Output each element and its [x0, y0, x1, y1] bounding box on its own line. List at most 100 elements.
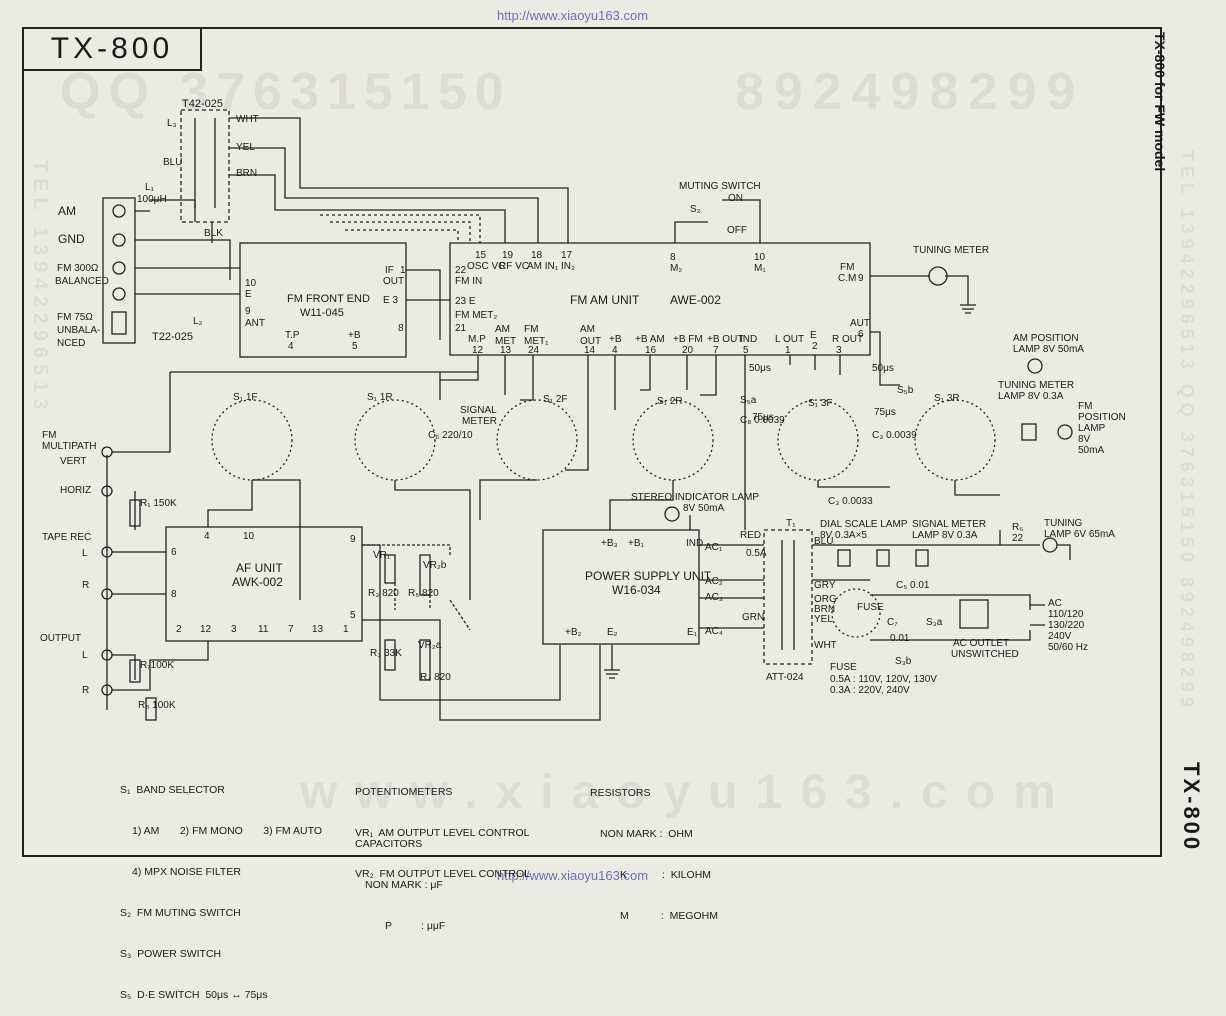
ps-att: ATT-024	[766, 672, 804, 683]
pot-vr2a: VR₂a	[418, 640, 442, 651]
fmam-m1: M₁	[754, 263, 766, 274]
io-vert: VERT	[60, 456, 87, 467]
ps-brn: BRN	[814, 604, 836, 615]
fe-if: IF	[385, 265, 394, 276]
legend-s1-line2: 4) MPX NOISE FILTER	[132, 866, 241, 879]
af-unit-model: AWK-002	[232, 575, 283, 589]
fe-tp: T.P	[285, 330, 300, 341]
label-yel: YEL	[236, 142, 255, 153]
fmam-fm-met2: FM MET₂	[455, 310, 498, 321]
fe-ant: ANT	[245, 318, 265, 329]
fmam-in2: IN₂	[561, 261, 575, 272]
fmam-bottom-pin: 12	[472, 345, 484, 356]
label-blk: BLK	[204, 228, 223, 239]
ac-voltage-3: 240V	[1048, 631, 1072, 642]
fmam-m2: M₂	[670, 263, 683, 274]
ac-outlet: AC OUTLET	[953, 638, 1010, 649]
fmam-bottom-label: +B OUT	[707, 334, 744, 345]
fuse-note-2: 0.3A : 220V, 240V	[830, 685, 910, 696]
ps-b2: +B₂	[565, 627, 582, 638]
pot-vr1: VR₁	[373, 550, 391, 561]
fmam-bottom-pin: 13	[500, 345, 512, 356]
de-75us-b: 75μs	[874, 407, 896, 418]
fmam-bottom-pin: 16	[645, 345, 657, 356]
resistor-r4: R₄ 820	[420, 672, 451, 683]
am-position-lamp-value: LAMP 8V 50mA	[1013, 344, 1084, 355]
af-unit-title: AF UNIT	[236, 561, 283, 575]
am-position-lamp: AM POSITION	[1013, 333, 1079, 344]
front-end-model: W11-045	[300, 307, 344, 319]
watermark-tel-right: TEL 13942296513 QQ 376315150 892498299	[1177, 150, 1197, 712]
ps-s3b: S₃b	[895, 656, 912, 667]
ps-c7: C₇	[887, 617, 898, 628]
ps-gry: GRY	[814, 580, 836, 591]
muting-s2: S₂	[690, 204, 701, 215]
af-pin: 13	[312, 624, 324, 635]
fmam-pin23: 23 E	[455, 296, 476, 307]
ps-b1: +B₁	[628, 538, 644, 549]
io-tape-rec: TAPE REC	[42, 532, 92, 543]
io-horiz: HORIZ	[60, 485, 92, 496]
fe-out: OUT	[383, 276, 405, 287]
antenna-terminal-block	[102, 197, 136, 344]
fe-pin4: 4	[288, 341, 294, 352]
fuse-note-1: 0.5A : 110V, 120V, 130V	[830, 674, 937, 685]
ps-ac4: AC₄	[705, 626, 723, 637]
ps-fuse: FUSE	[857, 602, 884, 613]
legend-res-2: K : KILOHM	[620, 869, 712, 882]
io-fm: FM	[42, 430, 57, 441]
ps-s3a: S₃a	[926, 617, 943, 628]
label-l1-value: 100μH	[137, 194, 167, 205]
af-pin: 8	[171, 589, 177, 600]
fmam-bottom-pin: 24	[528, 345, 540, 356]
muting-on: ON	[728, 193, 743, 204]
watermark-number: 892498299	[735, 63, 1086, 121]
ps-ac2: AC₂	[705, 576, 723, 587]
de-s5b: S₅b	[897, 385, 914, 396]
legend-switches: S₁ BAND SELECTOR 1) AM 2) FM MONO 3) FM …	[120, 757, 322, 1016]
de-s5a: S₅a	[740, 395, 757, 406]
ps-c5: C₅ 0.01	[896, 580, 930, 591]
fmam-bottom-pin: 14	[584, 345, 596, 356]
cap-c3-b: C₃ 0.0033	[828, 496, 873, 507]
legend-s1: S₁ BAND SELECTOR	[120, 784, 225, 797]
fe-pin5: 5	[352, 341, 358, 352]
dial-lamp: DIAL SCALE LAMP	[820, 519, 908, 530]
switch-s1-3f: S₁ 3F	[808, 398, 833, 409]
ps-ind: IND	[686, 538, 704, 549]
bottom-url[interactable]: http://www.xiaoyu163.com	[497, 868, 649, 883]
schematic-wiring	[101, 109, 1073, 721]
ac-unswitched: UNSWITCHED	[951, 649, 1019, 660]
cap-c6: C₆ 220/10	[428, 430, 473, 441]
side-model: TX-800	[1179, 762, 1204, 853]
schematic-frame	[22, 27, 1162, 857]
schematic-title: TX-800	[50, 32, 174, 65]
legend-caps: CAPACITORS NON MARK : μF P : μμF	[355, 811, 445, 947]
legend-vr1: VR₁ AM OUTPUT LEVEL CONTROL	[355, 827, 530, 840]
af-pin: 10	[243, 531, 255, 542]
io-output: OUTPUT	[40, 633, 82, 644]
fmam-pin19: 19	[502, 250, 514, 261]
watermark-tel-left: TEL 13942296513	[29, 160, 51, 416]
fmam-bottom-pin: 1	[785, 345, 791, 356]
fmam-aut: AUT	[850, 318, 870, 329]
ps-e2: E₂	[607, 627, 618, 638]
fmam-fm-in: FM IN	[455, 276, 483, 287]
legend-pots: POTENTIOMETERS VR₁ AM OUTPUT LEVEL CONTR…	[355, 759, 530, 895]
fmam-pin18: 18	[531, 250, 543, 261]
ps-c7-value: 0.01	[890, 633, 910, 644]
io-multipath: MULTIPATH	[42, 441, 97, 452]
label-blu: BLU	[163, 157, 183, 168]
top-url[interactable]: http://www.xiaoyu163.com	[497, 8, 649, 23]
fmam-rf-vc: RF VC	[499, 261, 529, 272]
fm-position-lamp-5: 50mA	[1078, 445, 1105, 456]
fmam-bottom-pin: 5	[743, 345, 749, 356]
muting-title: MUTING SWITCH	[679, 181, 761, 192]
fe-pin10: 10	[245, 278, 257, 289]
label-l2: L₂	[193, 316, 203, 327]
fmam-pin21: 21	[455, 323, 467, 334]
switch-s1-1r: S₁ 1R	[367, 392, 393, 403]
fe-pin9: 9	[245, 306, 251, 317]
ps-ac1: AC₁	[705, 542, 723, 553]
legend-cap-2: P : μμF	[385, 920, 446, 933]
